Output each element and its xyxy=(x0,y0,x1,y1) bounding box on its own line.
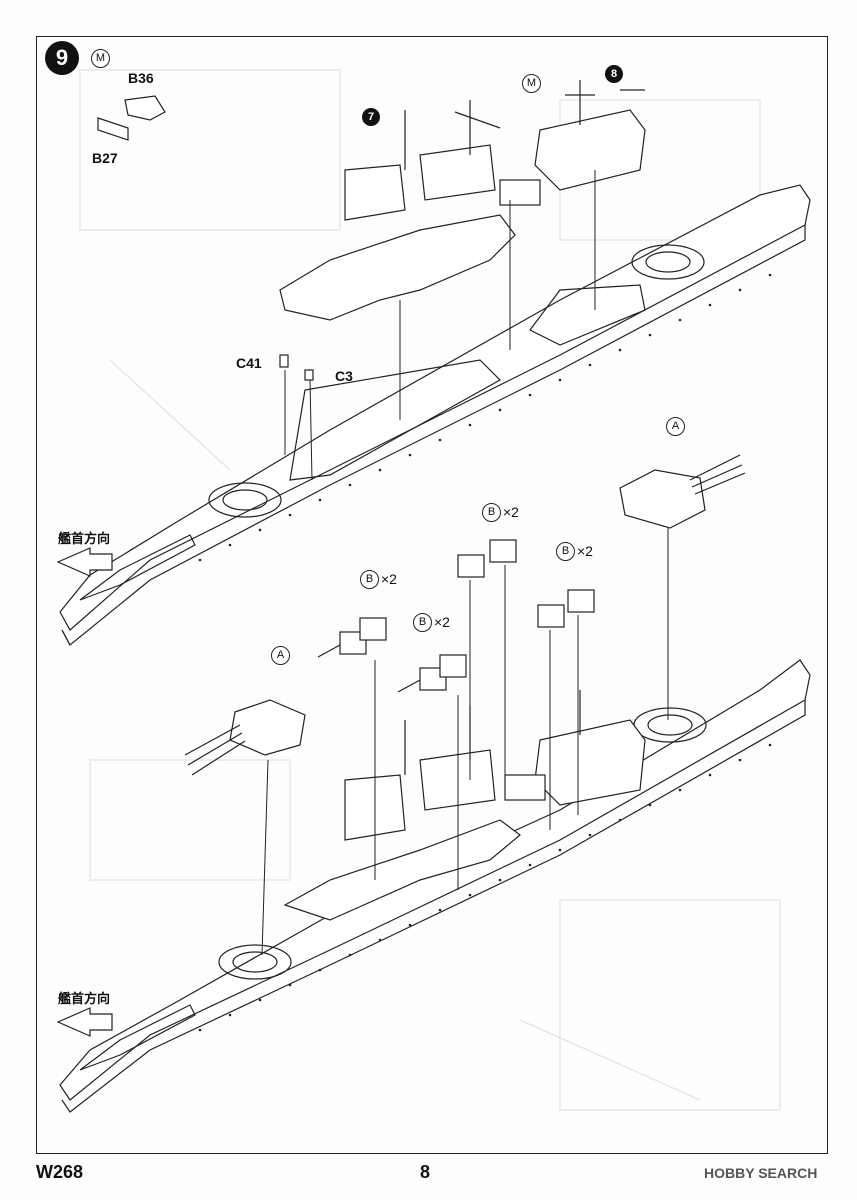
footer-watermark-brand: HOBBY SEARCH xyxy=(704,1165,818,1181)
step-number-badge: 9 xyxy=(45,41,79,75)
footer-page-number: 8 xyxy=(420,1162,431,1182)
page-frame xyxy=(36,36,828,1154)
hull-bottom xyxy=(59,659,811,1113)
step-modifier-circle: M xyxy=(91,49,110,68)
superstructure-top xyxy=(279,80,646,321)
part-label-c3: C3 xyxy=(335,368,353,384)
turret-a-bottom xyxy=(184,699,306,776)
callout-a-low: A xyxy=(271,646,290,665)
bow-direction-label-bottom: 艦首方向 xyxy=(58,991,111,1006)
subassembly-8-badge: 8 xyxy=(605,65,623,83)
bow-direction-label-top: 艦首方向 xyxy=(58,531,111,546)
callout-a-top: A xyxy=(666,417,685,436)
part-label-b27: B27 xyxy=(92,150,118,166)
turrets-b-top xyxy=(457,539,595,628)
hull-top xyxy=(59,184,811,646)
part-label-b36: B36 xyxy=(128,70,154,86)
callout-b-top-2-mult: ×2 xyxy=(577,543,593,559)
callout-b-low-2-mult: ×2 xyxy=(434,614,450,630)
callout-m: M xyxy=(522,74,541,93)
footer-product-code: W268 xyxy=(36,1162,84,1182)
callout-b-top-1: B xyxy=(482,503,501,522)
callout-b-low-1-mult: ×2 xyxy=(381,571,397,587)
callout-b-low-1: B xyxy=(360,570,379,589)
small-parts xyxy=(97,95,314,381)
callout-b-low-2: B xyxy=(413,613,432,632)
subassembly-7-badge: 7 xyxy=(362,108,380,126)
callout-b-top-2: B xyxy=(556,542,575,561)
turret-a-top xyxy=(619,454,746,529)
part-label-c41: C41 xyxy=(236,355,262,371)
callout-b-top-1-mult: ×2 xyxy=(503,504,519,520)
turrets-b-bottom xyxy=(317,617,467,693)
